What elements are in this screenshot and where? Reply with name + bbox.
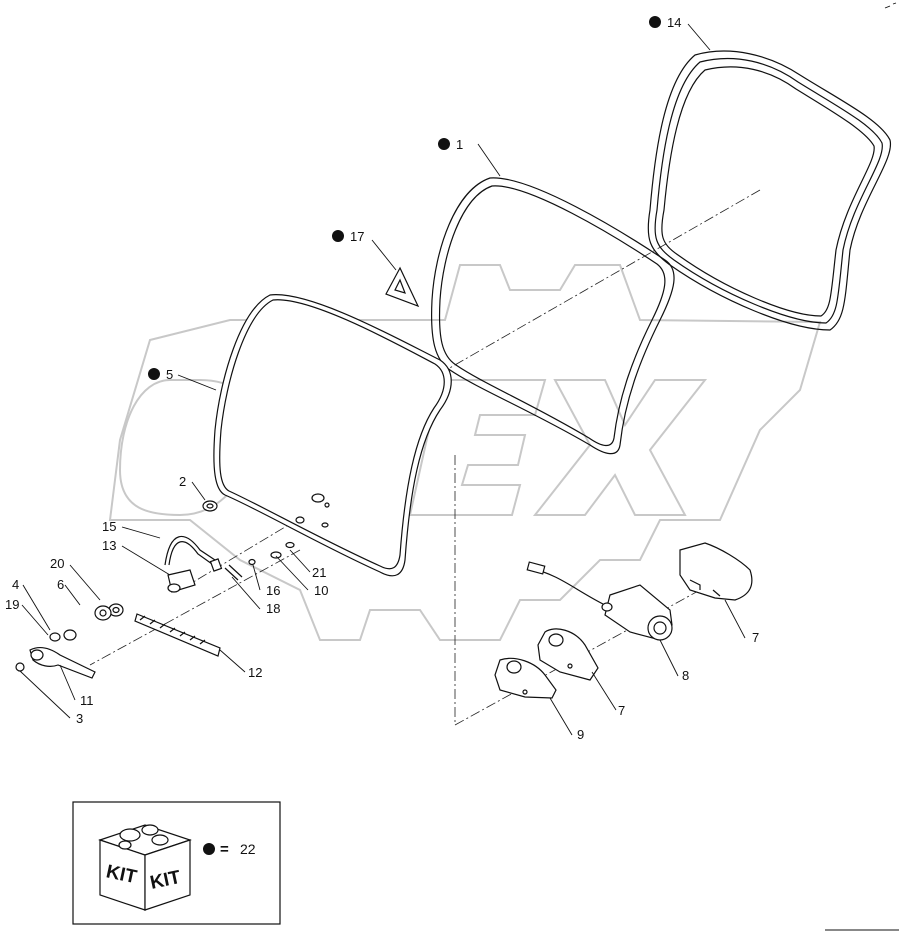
callout-7-bracket: 7 — [618, 703, 625, 718]
part-14-door-seal — [647, 50, 892, 331]
kit-legend: KIT KIT = 22 — [72, 801, 281, 925]
part-19-nut — [49, 632, 61, 642]
callout-16: 16 — [266, 583, 280, 598]
callout-21: 21 — [312, 565, 326, 580]
callout-14: 14 — [667, 15, 681, 30]
part-7-motor-cover — [679, 542, 753, 601]
corner-marks — [825, 2, 899, 931]
callout-12: 12 — [248, 665, 262, 680]
kit-legend-number: 22 — [240, 841, 256, 857]
bullet-marker-icon — [148, 368, 160, 380]
callout-5: 5 — [166, 367, 173, 382]
part-7-motor-bracket — [537, 628, 599, 681]
callout-11: 11 — [80, 693, 94, 708]
callout-13: 13 — [102, 538, 116, 553]
part-11-wiper-arm — [29, 646, 96, 679]
callout-15: 15 — [102, 519, 116, 534]
callout-1: 1 — [456, 137, 463, 152]
part-8-wiper-motor — [526, 561, 673, 641]
bullet-marker-icon — [332, 230, 344, 242]
part-15-washer-hose — [164, 535, 223, 572]
callout-19: 19 — [5, 597, 19, 612]
bullet-markers — [148, 16, 661, 380]
callout-3: 3 — [76, 711, 83, 726]
part-6-washer — [94, 605, 112, 621]
callout-18: 18 — [266, 601, 280, 616]
bullet-marker-icon — [203, 843, 215, 855]
part-13-wiper-shaft-nut — [167, 569, 196, 593]
part-17-warning-decal — [371, 239, 420, 308]
callout-10: 10 — [314, 583, 328, 598]
callout-labels: 14 1 17 5 2 15 13 20 4 6 19 21 16 10 18 … — [5, 15, 759, 742]
kit-legend-equals: = — [220, 841, 229, 858]
part-1-glass-gasket — [430, 177, 675, 455]
kit-box-icon: KIT KIT — [98, 824, 192, 911]
part-12-wiper-blade — [134, 613, 221, 657]
part-20-spacer — [108, 603, 124, 617]
hardware-small-parts — [224, 493, 330, 581]
callout-6: 6 — [57, 577, 64, 592]
part-4-seal — [63, 629, 77, 641]
part-3-cap — [15, 662, 25, 672]
part-5-rear-glass — [213, 294, 452, 577]
bullet-marker-icon — [649, 16, 661, 28]
callout-20: 20 — [50, 556, 64, 571]
callout-17: 17 — [350, 229, 364, 244]
part-9-mounting-plate — [494, 657, 557, 699]
part-2-grommet — [202, 500, 218, 512]
callout-4: 4 — [12, 577, 19, 592]
callout-2: 2 — [179, 474, 186, 489]
callout-7-cover: 7 — [752, 630, 759, 645]
bullet-marker-icon — [438, 138, 450, 150]
callout-8: 8 — [682, 668, 689, 683]
callout-9: 9 — [577, 727, 584, 742]
leader-lines — [19, 23, 746, 736]
